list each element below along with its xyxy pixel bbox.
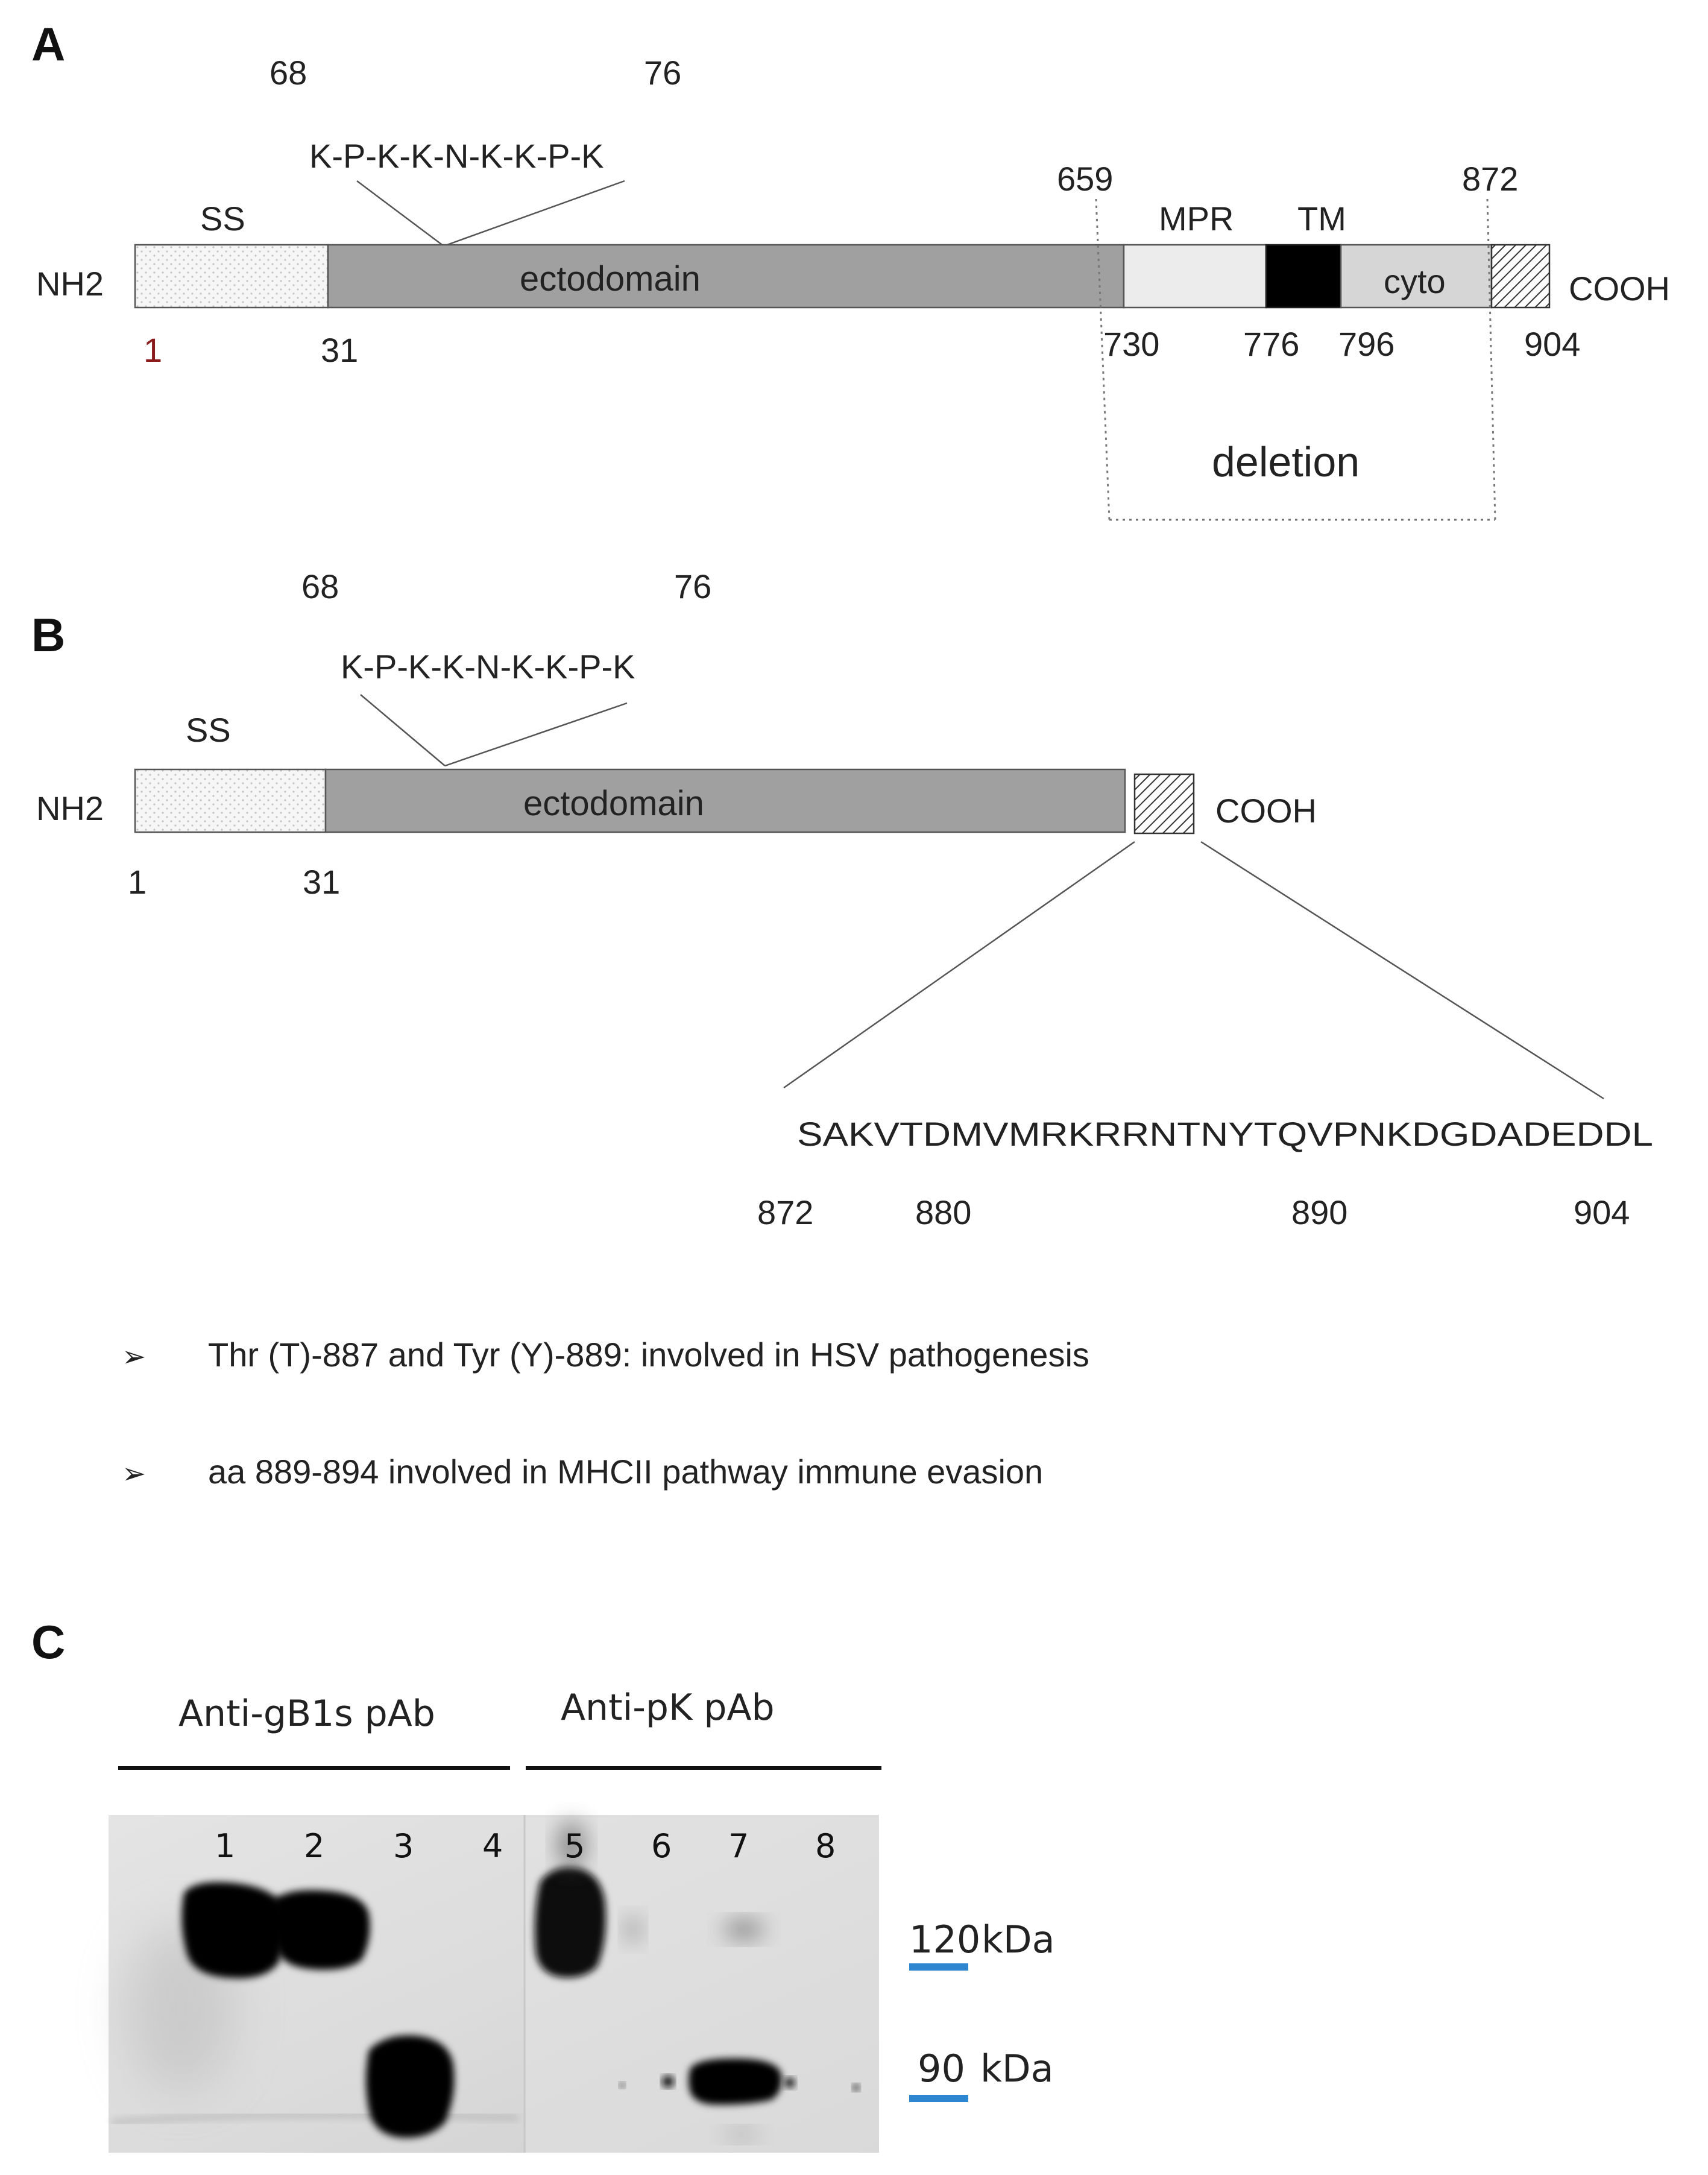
marker-120-value: 120 (909, 1918, 980, 1962)
b-cterminal-hatched-domain (1133, 773, 1195, 835)
a-ectodomain-label: ectodomain (520, 259, 701, 298)
a-motif-connector-right (443, 180, 625, 247)
lane-number-1: 1 (215, 1827, 235, 1865)
a-cyto-domain (1340, 244, 1493, 309)
group-label-anti-pk: Anti-pK pAb (561, 1687, 775, 1729)
b-bullet-item-2: aa 889-894 involved in MHCII pathway imm… (208, 1453, 1043, 1491)
b-motif-sequence: K-P-K-K-N-K-K-P-K (341, 648, 635, 686)
lane-number-8: 8 (815, 1827, 836, 1865)
a-position-796: 796 (1338, 325, 1394, 363)
b-nh2-label: NH2 (36, 789, 104, 827)
a-cooh-label: COOH (1569, 270, 1670, 308)
panel-a-label: A (31, 17, 65, 71)
b-cterminal-sequence: SAKVTDMVMRKRRNTNYTQVPNKDGDADEDDL (797, 1115, 1653, 1153)
b-zoom-connector-left (783, 841, 1135, 1089)
b-protein-bar (134, 768, 1195, 835)
b-position-76: 76 (674, 567, 711, 605)
a-signal-sequence-label: SS (200, 200, 245, 238)
marker-120kda: 120 kDa (909, 1918, 1055, 1971)
lane-number-5: 5 (564, 1827, 585, 1865)
a-ectodomain (327, 244, 1125, 309)
a-mpr-label: MPR (1159, 200, 1234, 238)
b-bullet-glyph-1: ➢ (122, 1341, 146, 1373)
b-motif-connector-right (444, 702, 628, 767)
b-position-880: 880 (915, 1193, 971, 1231)
lane-number-7: 7 (728, 1827, 749, 1865)
panel-b: 68 76 B K-P-K-K-N-K-K-P-K SS NH2 ectodom… (31, 567, 1653, 1491)
marker-90-unit: kDa (980, 2047, 1054, 2091)
b-position-31: 31 (303, 863, 340, 901)
lane-numbers: 1 2 3 4 5 6 7 8 (215, 1827, 836, 1865)
a-position-1: 1 (143, 331, 162, 369)
b-ectodomain (324, 768, 1126, 833)
lane-number-2: 2 (304, 1827, 324, 1865)
b-position-68: 68 (301, 567, 339, 605)
a-cterminal-hatched-domain (1490, 244, 1551, 309)
panel-a: A 68 76 K-P-K-K-N-K-K-P-K SS MPR TM 659 … (31, 17, 1670, 521)
a-position-872: 872 (1462, 160, 1518, 198)
marker-120-unit: kDa (982, 1918, 1055, 1962)
a-tm-label: TM (1297, 200, 1346, 238)
b-cooh-label: COOH (1215, 792, 1317, 830)
a-mpr-domain (1123, 244, 1267, 309)
a-deletion-bracket (1095, 198, 1496, 521)
b-signal-sequence-domain (134, 768, 327, 833)
b-ectodomain-label: ectodomain (523, 784, 704, 823)
b-bullet-item-1: Thr (T)-887 and Tyr (Y)-889: involved in… (208, 1336, 1089, 1374)
b-position-872: 872 (757, 1193, 813, 1231)
b-bullet-list: ➢ Thr (T)-887 and Tyr (Y)-889: involved … (122, 1336, 1089, 1491)
b-signal-sequence-label: SS (186, 711, 231, 749)
group-label-anti-gb1s: Anti-gB1s pAb (178, 1693, 435, 1735)
panel-b-label: B (31, 608, 65, 661)
lane-number-3: 3 (393, 1827, 414, 1865)
a-position-904: 904 (1524, 325, 1580, 363)
a-position-31: 31 (321, 331, 358, 369)
a-position-76: 76 (644, 54, 681, 92)
a-cyto-label: cyto (1384, 262, 1446, 300)
b-zoom-connector-right (1200, 841, 1604, 1100)
a-nh2-label: NH2 (36, 265, 104, 303)
a-position-730: 730 (1103, 325, 1159, 363)
a-protein-bar (134, 244, 1551, 309)
a-position-68: 68 (269, 54, 307, 92)
b-position-1: 1 (128, 863, 147, 901)
b-position-890: 890 (1291, 1193, 1347, 1231)
b-bullet-glyph-2: ➢ (122, 1458, 146, 1490)
b-motif-connector-left (360, 694, 446, 766)
a-deletion-label: deletion (1212, 438, 1360, 485)
panel-c-label: C (31, 1615, 65, 1668)
marker-90-value: 90 (918, 2047, 965, 2091)
lane-number-4: 4 (482, 1827, 503, 1865)
lane-number-6: 6 (651, 1827, 672, 1865)
panel-c: C Anti-gB1s pAb Anti-pK pAb (31, 1615, 1055, 2153)
a-signal-sequence-domain (134, 244, 329, 309)
a-motif-connector-left (356, 180, 444, 247)
western-blot-image (109, 1815, 879, 2153)
marker-90kda: 90 kDa (909, 2047, 1054, 2102)
b-position-904: 904 (1574, 1193, 1630, 1231)
a-position-776: 776 (1243, 325, 1299, 363)
a-tm-domain (1265, 244, 1342, 309)
a-position-659: 659 (1057, 160, 1113, 198)
a-motif-sequence: K-P-K-K-N-K-K-P-K (309, 137, 603, 175)
